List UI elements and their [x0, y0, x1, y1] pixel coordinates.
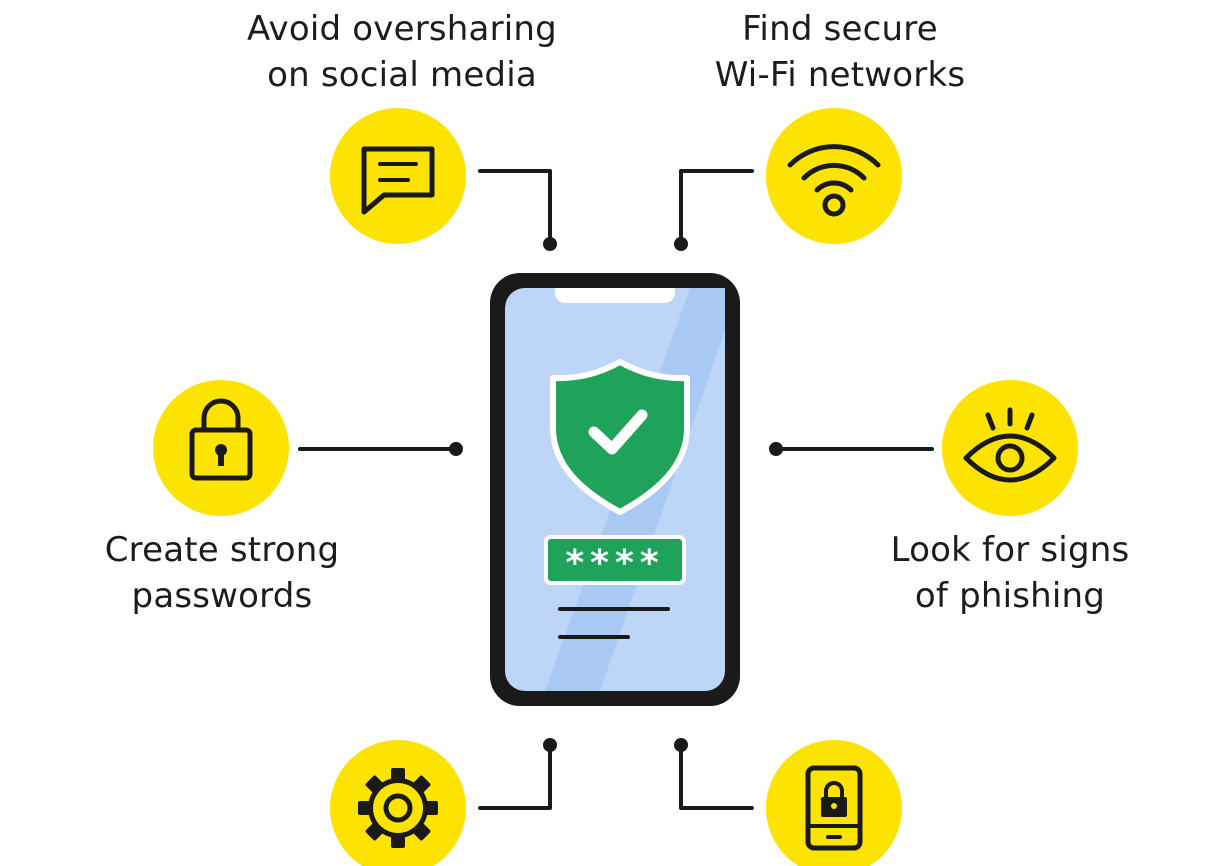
wifi-icon — [787, 144, 881, 217]
connector-dot — [769, 442, 783, 456]
label-line: Look for signs — [890, 530, 1130, 570]
phone-lock-icon — [805, 765, 863, 851]
icon-circle — [766, 108, 902, 244]
label-line: passwords — [131, 576, 313, 616]
gear-icon — [358, 768, 438, 848]
connector-dot — [543, 237, 557, 251]
connector-social — [478, 169, 552, 245]
checkmark-icon — [588, 409, 648, 455]
connector-wifi — [679, 169, 754, 245]
wifi-tip — [766, 108, 902, 244]
label-line: Wi-Fi networks — [714, 55, 966, 95]
label-strong-passwords: Create strong passwords — [62, 527, 382, 619]
connector-lines — [298, 169, 934, 810]
passwords-tip — [153, 380, 289, 516]
label-line: Find secure — [742, 9, 938, 49]
connector-dot — [543, 738, 557, 752]
label-avoid-oversharing: Avoid oversharing on social media — [222, 6, 582, 98]
label-line: Create strong — [104, 530, 340, 570]
password-mask: **** — [565, 543, 664, 584]
eye-icon — [963, 407, 1057, 483]
phone-illustration: **** — [490, 273, 740, 706]
phishing-tip — [942, 380, 1078, 516]
password-field — [544, 535, 686, 585]
device-lock-tip — [766, 740, 902, 866]
label-line: on social media — [267, 55, 537, 95]
connector-dot — [674, 738, 688, 752]
social-media-tip — [330, 108, 466, 244]
label-phishing-signs: Look for signs of phishing — [850, 527, 1170, 619]
chat-bubble-icon — [361, 146, 435, 215]
connector-dot — [674, 237, 688, 251]
icon-circle — [330, 108, 466, 244]
settings-tip — [330, 740, 466, 866]
connector-device-lock — [679, 743, 754, 810]
padlock-icon — [189, 398, 253, 481]
connector-settings — [478, 743, 552, 810]
connector-dots — [449, 237, 783, 752]
connector-dot — [449, 442, 463, 456]
label-line: of phishing — [914, 576, 1106, 616]
label-line: Avoid oversharing — [247, 9, 557, 49]
phone-notch — [555, 288, 675, 303]
label-secure-wifi: Find secure Wi-Fi networks — [660, 6, 1020, 98]
